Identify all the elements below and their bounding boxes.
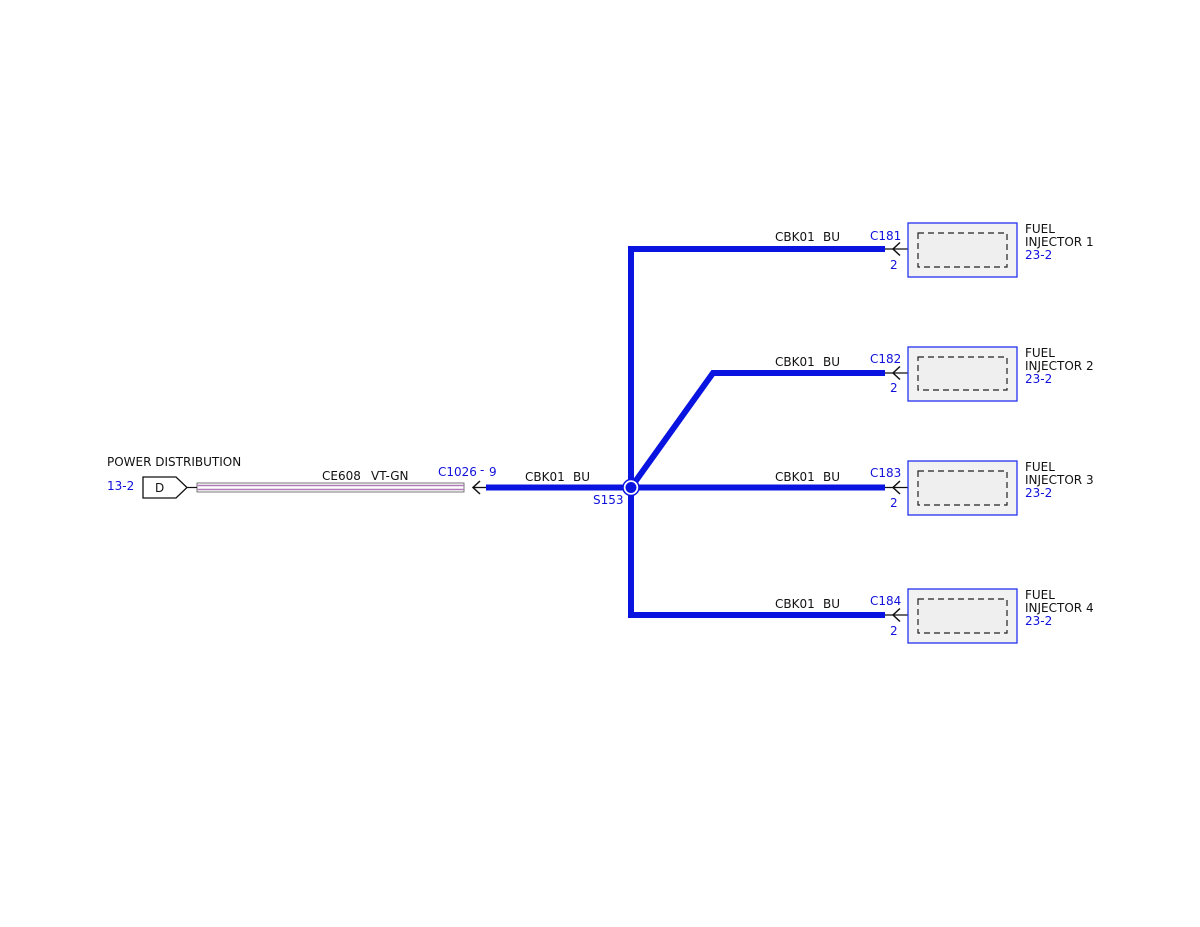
injector-2-wire-circuit: CBK01 bbox=[775, 355, 815, 369]
main-wire-circuit: CBK01 bbox=[525, 470, 565, 484]
main-wire-harness: CBK01 BU S153 bbox=[486, 246, 885, 618]
branch-wire-injector-2 bbox=[628, 370, 885, 490]
c1026-connector-label[interactable]: C1026 bbox=[438, 465, 477, 479]
injector-4-group: CBK01 BU C184 2 FUEL INJECTOR 4 23-2 bbox=[775, 588, 1094, 644]
injector-1-wire-color: BU bbox=[823, 230, 840, 244]
c1026-pin-number: 9 bbox=[489, 465, 497, 479]
injector-3-wire-circuit: CBK01 bbox=[775, 470, 815, 484]
injector-3-pin-arrow bbox=[891, 480, 901, 495]
injector-2-pin-arrow bbox=[891, 365, 901, 381]
injector-2-page-ref[interactable]: 23-2 bbox=[1025, 372, 1052, 386]
injector-2-name-line2: INJECTOR 2 bbox=[1025, 359, 1094, 373]
injector-4-pin: 2 bbox=[890, 624, 898, 638]
injector-4-name-line1: FUEL bbox=[1025, 588, 1055, 602]
injector-1-component-body bbox=[917, 232, 1008, 268]
injector-3-name-line2: INJECTOR 3 bbox=[1025, 473, 1094, 487]
injector-1-name-line1: FUEL bbox=[1025, 222, 1055, 236]
injector-4-wire-circuit: CBK01 bbox=[775, 597, 815, 611]
feed-wire-color: VT-GN bbox=[371, 469, 408, 483]
injector-1-wire-circuit: CBK01 bbox=[775, 230, 815, 244]
injector-4-wire-color: BU bbox=[823, 597, 840, 611]
injector-3-page-ref[interactable]: 23-2 bbox=[1025, 486, 1052, 500]
trunk-wire bbox=[628, 246, 885, 618]
injector-4-page-ref[interactable]: 23-2 bbox=[1025, 614, 1052, 628]
injector-4-component-body bbox=[917, 598, 1008, 634]
main-wire-color: BU bbox=[573, 470, 590, 484]
injector-4-connector[interactable]: C184 bbox=[870, 594, 901, 608]
injector-3-pin: 2 bbox=[890, 496, 898, 510]
injector-3-connector[interactable]: C183 bbox=[870, 466, 901, 480]
injector-1-group: CBK01 BU C181 2 FUEL INJECTOR 1 23-2 bbox=[775, 222, 1094, 278]
injector-1-pin: 2 bbox=[890, 258, 898, 272]
injector-3-group: CBK01 BU C183 2 FUEL INJECTOR 3 23-2 bbox=[775, 460, 1094, 516]
injector-2-pin: 2 bbox=[890, 381, 898, 395]
injector-1-connector[interactable]: C181 bbox=[870, 229, 901, 243]
source-pin-label: D bbox=[155, 481, 164, 495]
injector-2-component-body bbox=[917, 356, 1008, 391]
injector-4-pin-arrow bbox=[891, 607, 901, 623]
injector-4-name-line2: INJECTOR 4 bbox=[1025, 601, 1094, 615]
feed-wire-sheath bbox=[196, 482, 465, 493]
splice-label[interactable]: S153 bbox=[593, 493, 624, 507]
c1026-separator: - bbox=[480, 463, 484, 477]
injector-3-wire-color: BU bbox=[823, 470, 840, 484]
feed-wire-circuit: CE608 bbox=[322, 469, 361, 483]
source-pin-connector bbox=[142, 476, 188, 499]
power-distribution-source: POWER DISTRIBUTION 13-2 D bbox=[107, 455, 241, 499]
splice-s153-dot bbox=[623, 480, 639, 495]
injector-1-name-line2: INJECTOR 1 bbox=[1025, 235, 1094, 249]
injector-3-name-line1: FUEL bbox=[1025, 460, 1055, 474]
injector-1-pin-arrow bbox=[891, 241, 901, 257]
source-page-ref[interactable]: 13-2 bbox=[107, 479, 134, 493]
injector-2-name-line1: FUEL bbox=[1025, 346, 1055, 360]
injector-1-page-ref[interactable]: 23-2 bbox=[1025, 248, 1052, 262]
injector-2-connector[interactable]: C182 bbox=[870, 352, 901, 366]
injector-2-wire-color: BU bbox=[823, 355, 840, 369]
injector-3-component-body bbox=[917, 470, 1008, 506]
source-title: POWER DISTRIBUTION bbox=[107, 455, 241, 469]
injector-2-group: CBK01 BU C182 2 FUEL INJECTOR 2 23-2 bbox=[775, 346, 1094, 402]
feed-wire: CE608 VT-GN C1026 - 9 bbox=[187, 463, 497, 495]
splice-s153-ring bbox=[622, 478, 640, 497]
